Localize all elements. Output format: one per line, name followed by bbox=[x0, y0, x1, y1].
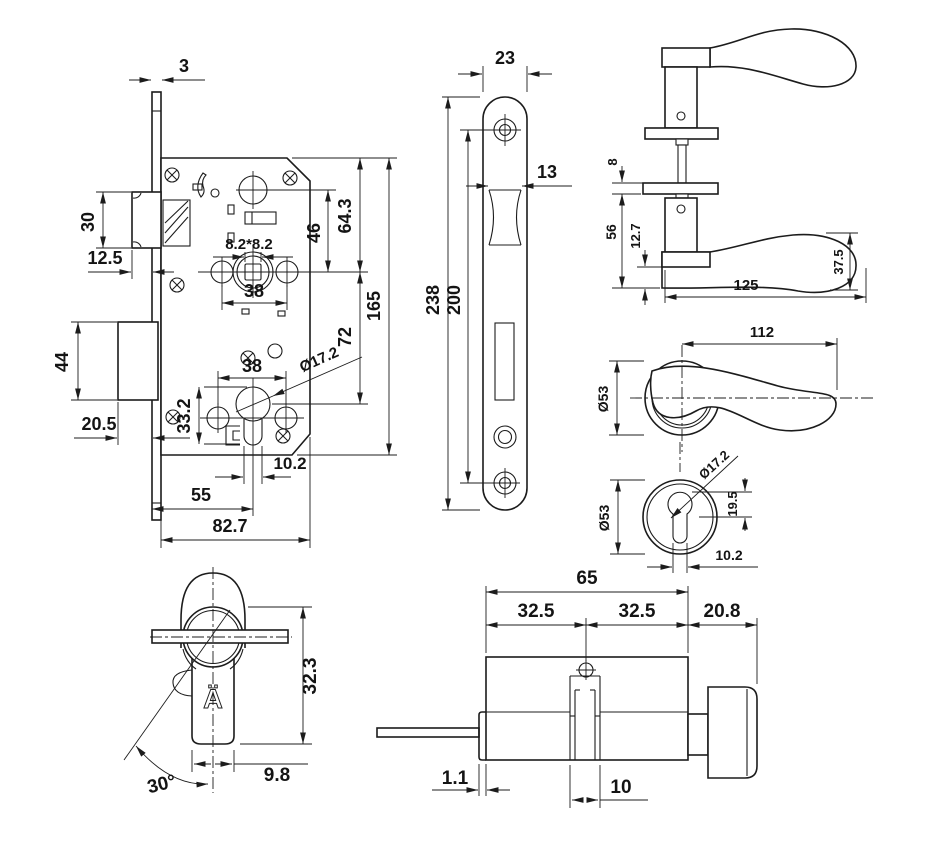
latch-spring bbox=[162, 199, 191, 247]
dim-profile-offset: 19.5 bbox=[725, 491, 740, 516]
dim-follower-square: 8.2*8.2 bbox=[225, 236, 273, 253]
deadbolt bbox=[117, 321, 159, 401]
dim-handle-front-length: 112 bbox=[750, 324, 774, 341]
dim-rose-to-grip: 56 bbox=[603, 224, 619, 240]
dim-profile-height: 32.3 bbox=[300, 658, 321, 695]
dim-profile-width: 9.8 bbox=[264, 765, 290, 786]
rose-upper bbox=[644, 127, 719, 140]
dim-rotation-angle: 30° bbox=[145, 771, 178, 798]
dim-escutcheon-diameter: Ø53 bbox=[596, 505, 612, 532]
dim-cap-thickness: 1.1 bbox=[442, 768, 469, 789]
dim-handle-length: 125 bbox=[733, 277, 758, 294]
dim-outer-half: 32.5 bbox=[518, 601, 555, 622]
view-cylinder-end: Ä 30° 32.3 9.8 bbox=[123, 567, 321, 798]
dim-deadbolt-projection: 20.5 bbox=[81, 414, 116, 434]
euro-profile-cutout bbox=[667, 491, 693, 544]
rose-lower bbox=[642, 182, 719, 195]
locking-lug bbox=[172, 669, 193, 697]
key bbox=[376, 727, 480, 738]
dim-grip-height: 37.5 bbox=[831, 249, 846, 274]
lower-lever-grip bbox=[661, 233, 857, 294]
dim-total-length: 65 bbox=[576, 568, 598, 589]
dim-handle-hole-spacing: 38 bbox=[244, 281, 264, 301]
dim-hub-to-follower: 46 bbox=[304, 223, 324, 243]
dim-case-depth: 82.7 bbox=[212, 516, 247, 536]
dim-rose-diameter: Ø53 bbox=[595, 386, 611, 413]
dim-cylinder-hole-spacing: 38 bbox=[242, 356, 262, 376]
lower-lever-plate bbox=[661, 251, 711, 268]
lower-lever-neck bbox=[664, 197, 698, 253]
cylinder-housing bbox=[485, 656, 689, 761]
deadbolt-opening bbox=[494, 322, 515, 401]
dim-cutout-slot-width: 10.2 bbox=[273, 454, 306, 473]
set-screw bbox=[676, 111, 686, 121]
rotation-axis-line bbox=[123, 609, 231, 761]
latch-opening bbox=[489, 189, 521, 246]
dim-top-to-follower: 64.3 bbox=[335, 198, 355, 233]
dim-follower-to-cylinder: 72 bbox=[335, 327, 355, 347]
view-cylinder-side: 65 32.5 32.5 20.8 1.1 10 bbox=[376, 568, 758, 808]
upper-lever-grip bbox=[709, 28, 857, 88]
thumbturn-neck bbox=[687, 713, 709, 756]
view-handle-front: 112 Ø53 bbox=[595, 324, 875, 452]
faceplate-outline bbox=[482, 96, 528, 511]
dim-inner-half: 32.5 bbox=[619, 601, 656, 622]
round-hole bbox=[493, 425, 517, 449]
spring-clip bbox=[197, 172, 207, 198]
dim-faceplate-width: 23 bbox=[495, 48, 515, 68]
latchbolt bbox=[131, 191, 162, 249]
dim-latch-projection: 12.5 bbox=[87, 248, 122, 268]
dim-rose-thickness: 8 bbox=[605, 158, 620, 165]
end-cap bbox=[478, 711, 486, 761]
thumbturn-wing bbox=[151, 629, 289, 644]
dim-cutout-height: 33.2 bbox=[174, 398, 194, 433]
faceplate-edge bbox=[151, 91, 162, 521]
dim-deadbolt-height: 44 bbox=[52, 352, 72, 372]
view-lock-body: 3 30 12.5 44 20.5 8.2*8.2 38 bbox=[52, 56, 397, 548]
view-handles-side: 8 56 12.7 125 37.5 bbox=[603, 28, 867, 305]
dim-latch-width: 13 bbox=[537, 162, 557, 182]
dim-thumbturn-length: 20.8 bbox=[704, 601, 741, 622]
dim-escutcheon-slot-width: 10.2 bbox=[715, 547, 742, 563]
dim-backset: 55 bbox=[191, 485, 211, 505]
view-escutcheon: Ø53 Ø17.2 19.5 10.2 bbox=[596, 442, 758, 573]
spindle bbox=[677, 144, 687, 184]
upper-lever-neck bbox=[664, 66, 698, 129]
view-faceplate: 23 13 238 200 bbox=[423, 48, 572, 511]
dim-screw-spacing: 200 bbox=[444, 285, 464, 315]
dim-latch-height: 30 bbox=[78, 212, 98, 232]
dim-case-height: 165 bbox=[364, 291, 384, 321]
stop-plate bbox=[225, 425, 240, 446]
upper-lever-plate bbox=[661, 47, 711, 68]
dim-faceplate-length: 238 bbox=[423, 285, 443, 315]
angle-arc bbox=[135, 745, 209, 788]
dim-grip-offset: 12.7 bbox=[628, 223, 643, 248]
dim-profile-diameter: Ø17.2 bbox=[696, 447, 732, 482]
dim-cam-width: 10 bbox=[610, 777, 631, 798]
set-screw bbox=[676, 204, 686, 214]
dim-faceplate-thickness: 3 bbox=[179, 56, 189, 76]
thumbturn-knob bbox=[707, 686, 758, 779]
